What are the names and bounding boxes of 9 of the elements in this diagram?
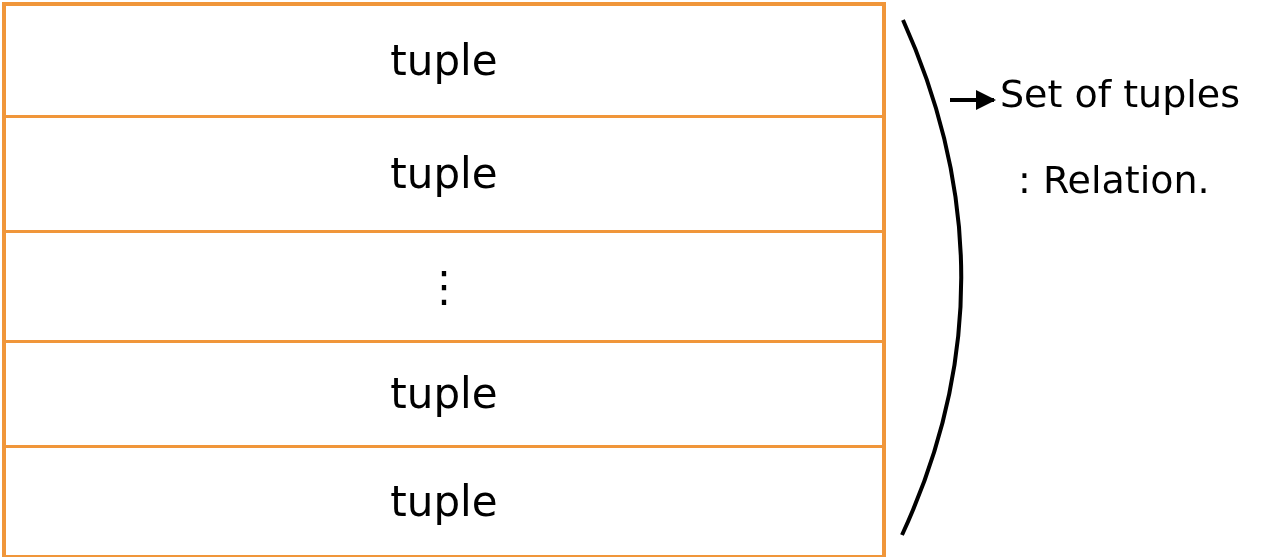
arrow bbox=[950, 90, 996, 110]
row-label: tuple bbox=[390, 369, 498, 419]
row-label: tuple bbox=[390, 35, 498, 85]
note-text: : Relation. bbox=[1018, 158, 1211, 202]
note-text: Set of tuples bbox=[1000, 72, 1242, 116]
relation-table bbox=[2, 2, 886, 557]
row-label: tuple bbox=[390, 477, 498, 526]
row-label: tuple bbox=[390, 149, 498, 199]
ellipsis: ⋮ bbox=[423, 261, 465, 311]
